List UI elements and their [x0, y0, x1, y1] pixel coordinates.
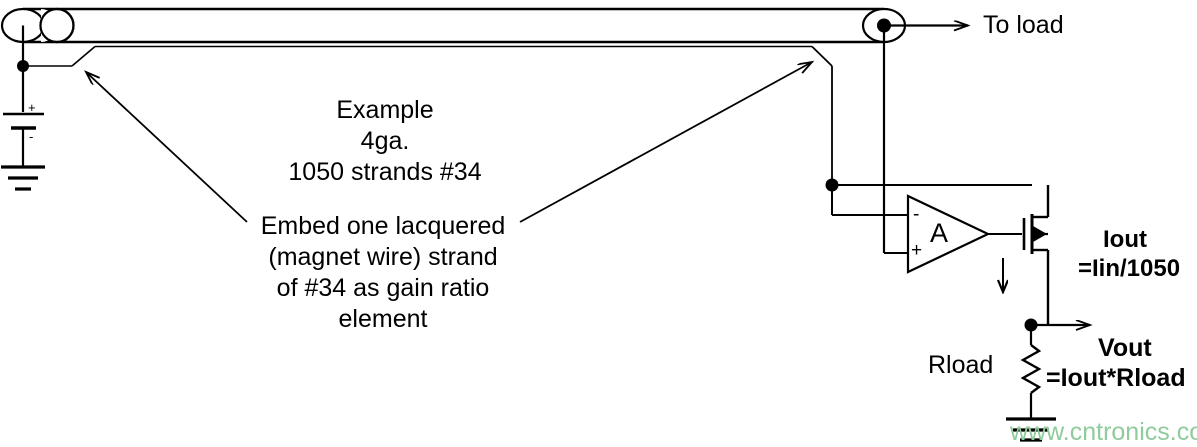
sense-strand	[23, 45, 833, 185]
opamp-network	[825, 178, 1032, 274]
leader-arrow-left	[86, 72, 248, 223]
iout-formula-label: =Iin/1050	[1078, 255, 1181, 282]
rload-branch	[1020, 318, 1090, 418]
opamp-noninverting-input-sign: +	[911, 240, 923, 261]
leader-arrow-right	[519, 62, 812, 223]
embed-note-line-3: of #34 as gain ratio	[276, 274, 490, 302]
annotation-arrows	[86, 62, 812, 223]
opamp-triangle	[906, 194, 991, 274]
ground-symbol-load	[1006, 417, 1056, 442]
embed-note-line-1: Embed one lacquered	[260, 212, 506, 240]
vout-label: Vout	[1098, 334, 1152, 362]
embed-note-line-2: (magnet wire) strand	[268, 243, 498, 271]
rload-label: Rload	[928, 351, 994, 379]
battery-minus-sign: -	[29, 129, 34, 144]
to-load-label: To load	[983, 11, 1064, 39]
battery-plus-sign: +	[28, 100, 36, 115]
resistor-zigzag	[1020, 344, 1042, 394]
ground-symbol-source	[1, 165, 45, 191]
opamp-inverting-input-sign: -	[913, 204, 920, 225]
watermark-label: www.cntronics.com	[1010, 418, 1197, 446]
source-branch	[17, 25, 29, 112]
battery-symbol	[3, 112, 44, 166]
embed-note-line-4: element	[338, 305, 428, 333]
junction-dot-source	[17, 60, 29, 72]
iout-label: Iout	[1103, 226, 1147, 253]
example-line-1: Example	[336, 96, 434, 124]
example-line-3: 1050 strands #34	[288, 158, 482, 186]
example-line-2: 4ga.	[360, 127, 410, 155]
opamp-gain-label: A	[930, 218, 949, 248]
vout-formula-label: =Iout*Rload	[1046, 364, 1186, 392]
cable-bundle	[0, 7, 907, 44]
mosfet-symbol	[1022, 185, 1050, 325]
